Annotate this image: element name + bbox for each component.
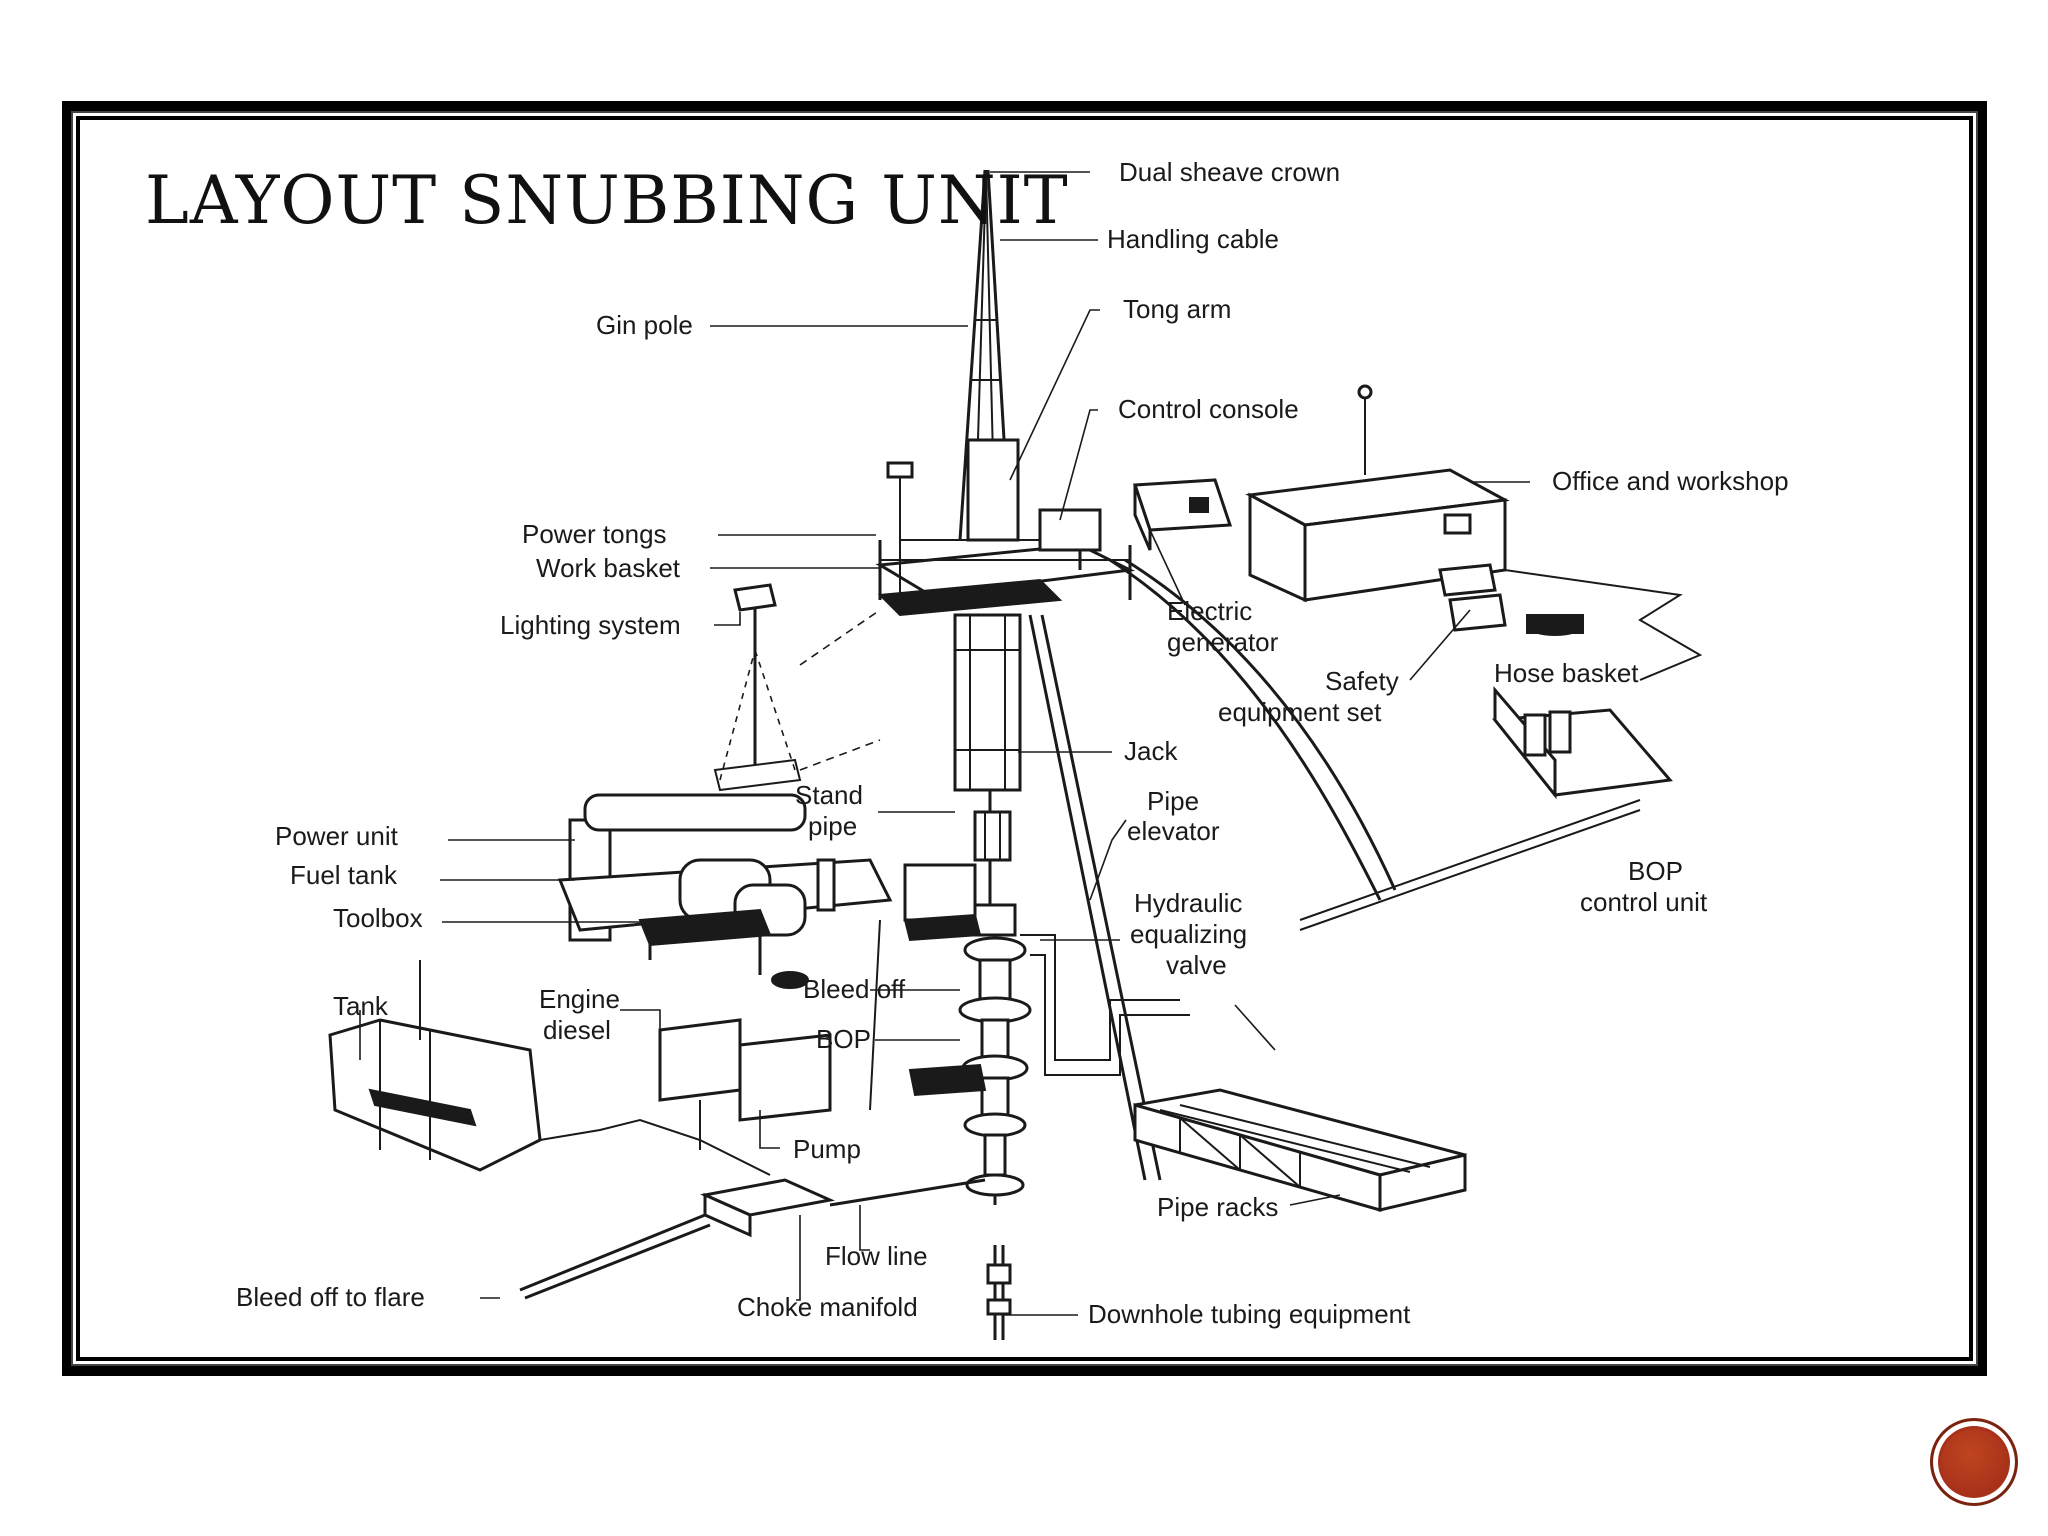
tank <box>328 960 771 1176</box>
leader-lines <box>359 171 1530 1316</box>
label-pump: Pump <box>793 1134 861 1164</box>
label-pipe-racks: Pipe racks <box>1157 1192 1278 1222</box>
downhole-tubing <box>986 1245 1012 1340</box>
gin-pole-mast <box>958 169 1020 542</box>
label-dual-sheave-crown: Dual sheave crown <box>1119 157 1340 187</box>
label-bop-control-unit-line2: control unit <box>1580 887 1708 917</box>
next-slide-button[interactable] <box>1930 1418 2018 1506</box>
label-power-unit: Power unit <box>275 821 399 851</box>
bop-platform <box>869 863 987 1111</box>
label-office-and-workshop: Office and workshop <box>1552 466 1789 496</box>
label-work-basket: Work basket <box>536 553 681 583</box>
label-electric-generator-line1: Electric <box>1167 596 1252 626</box>
label-handling-cable: Handling cable <box>1107 224 1279 254</box>
work-basket <box>875 461 1136 617</box>
label-pipe-elevator-line1: Pipe <box>1147 786 1199 816</box>
label-bleed-off-to-flare: Bleed off to flare <box>236 1282 425 1312</box>
power-unit-skid <box>557 793 893 989</box>
label-control-console: Control console <box>1118 394 1299 424</box>
bop-stack <box>958 903 1032 1205</box>
label-pipe-elevator-line2: elevator <box>1127 816 1220 846</box>
label-hydraulic-valve-line3: valve <box>1166 950 1227 980</box>
label-safety-equipment-line1: Safety <box>1325 666 1399 696</box>
slide-frame-outer <box>62 101 1987 1376</box>
label-bleed-off: Bleed off <box>803 974 906 1004</box>
label-power-tongs: Power tongs <box>522 519 667 549</box>
page-title: LAYOUT SNUBBING UNIT <box>145 162 1069 239</box>
label-hydraulic-valve-line1: Hydraulic <box>1134 888 1242 918</box>
label-flow-line: Flow line <box>825 1241 928 1271</box>
bop-control-unit <box>1492 685 1673 800</box>
slide-frame-inner <box>76 116 1973 1361</box>
jack-column <box>953 613 1022 905</box>
choke-manifold <box>519 1178 986 1300</box>
label-stand-pipe-line1: Stand <box>795 780 863 810</box>
label-safety-equipment-line2: equipment set <box>1218 697 1382 727</box>
label-electric-generator-line2: generator <box>1167 627 1279 657</box>
label-toolbox: Toolbox <box>333 903 423 933</box>
label-lighting-system: Lighting system <box>500 610 681 640</box>
diagram-labels: Dual sheave crown Handling cable Tong ar… <box>236 157 1789 1329</box>
label-hose-basket: Hose basket <box>1494 658 1639 688</box>
pipe-racks <box>1133 1088 1467 1212</box>
label-gin-pole: Gin pole <box>596 310 693 340</box>
label-hydraulic-valve-line2: equalizing <box>1130 919 1247 949</box>
label-fuel-tank: Fuel tank <box>290 860 398 890</box>
lighting-tower <box>713 583 802 792</box>
safety-equipment <box>1438 563 1584 636</box>
label-jack: Jack <box>1124 736 1178 766</box>
label-tank: Tank <box>333 991 389 1021</box>
label-bop-control-unit-line1: BOP <box>1628 856 1683 886</box>
label-engine-diesel-line1: Engine <box>539 984 620 1014</box>
engine-diesel <box>658 1018 832 1150</box>
equipment-illustration <box>328 169 1703 1340</box>
label-downhole-tubing-equipment: Downhole tubing equipment <box>1088 1299 1411 1329</box>
label-stand-pipe-line2: pipe <box>808 811 857 841</box>
label-choke-manifold: Choke manifold <box>737 1292 918 1322</box>
label-tong-arm: Tong arm <box>1123 294 1231 324</box>
label-bop: BOP <box>816 1024 871 1054</box>
electric-generator <box>1132 478 1233 551</box>
label-engine-diesel-line2: diesel <box>543 1015 611 1045</box>
